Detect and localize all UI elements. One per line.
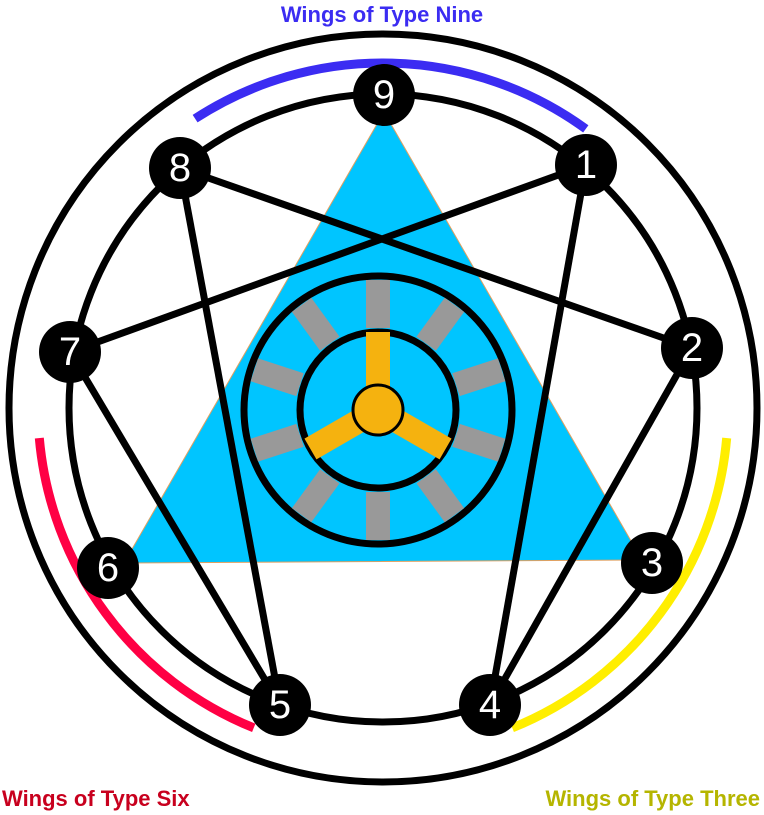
line-5-7: [66, 350, 284, 707]
line-8-5: [176, 167, 284, 706]
node-4-circle: [459, 674, 521, 736]
node-9-label: 9: [373, 73, 395, 117]
line-2-8: [178, 164, 694, 352]
caption-wings-three: Wings of Type Three: [545, 786, 760, 811]
node-9-circle: [353, 64, 415, 126]
node-7-label: 7: [59, 330, 81, 374]
node-4-label: 4: [479, 683, 501, 727]
wheel-block: [452, 423, 506, 462]
outer-circle: [5, 30, 761, 786]
wheel-hub: [351, 383, 405, 437]
wheel-block: [291, 297, 340, 351]
wheel-block: [366, 492, 390, 540]
node-6-label: 6: [97, 546, 119, 590]
wings-arc-three: [510, 437, 732, 733]
caption-wings-nine: Wings of Type Nine: [280, 2, 484, 27]
wheel-block: [291, 469, 340, 523]
line-4-2: [486, 346, 696, 707]
node-1-label: 1: [575, 143, 597, 187]
wheel-block: [416, 297, 465, 351]
node-7-circle: [39, 321, 101, 383]
caption-wings-six: Wings of Type Six: [2, 786, 190, 811]
node-3-circle: [621, 532, 683, 594]
line-1-4: [486, 164, 590, 706]
wheel-block: [452, 358, 506, 397]
node-8-circle: [149, 137, 211, 199]
node-5-circle: [249, 674, 311, 736]
line-7-1: [68, 161, 588, 356]
wheel-block: [250, 358, 304, 397]
wings-arc-nine: [192, 58, 589, 133]
node-5-label: 5: [269, 683, 291, 727]
node-2-label: 2: [681, 326, 703, 370]
wheel-block: [416, 469, 465, 523]
wheel-block: [250, 423, 304, 462]
node-3-label: 3: [641, 541, 663, 585]
node-6-circle: [77, 537, 139, 599]
node-1-circle: [555, 134, 617, 196]
node-2-circle: [661, 317, 723, 379]
wings-arc-six: [34, 437, 256, 733]
node-8-label: 8: [169, 146, 191, 190]
wheel-block: [366, 280, 390, 328]
